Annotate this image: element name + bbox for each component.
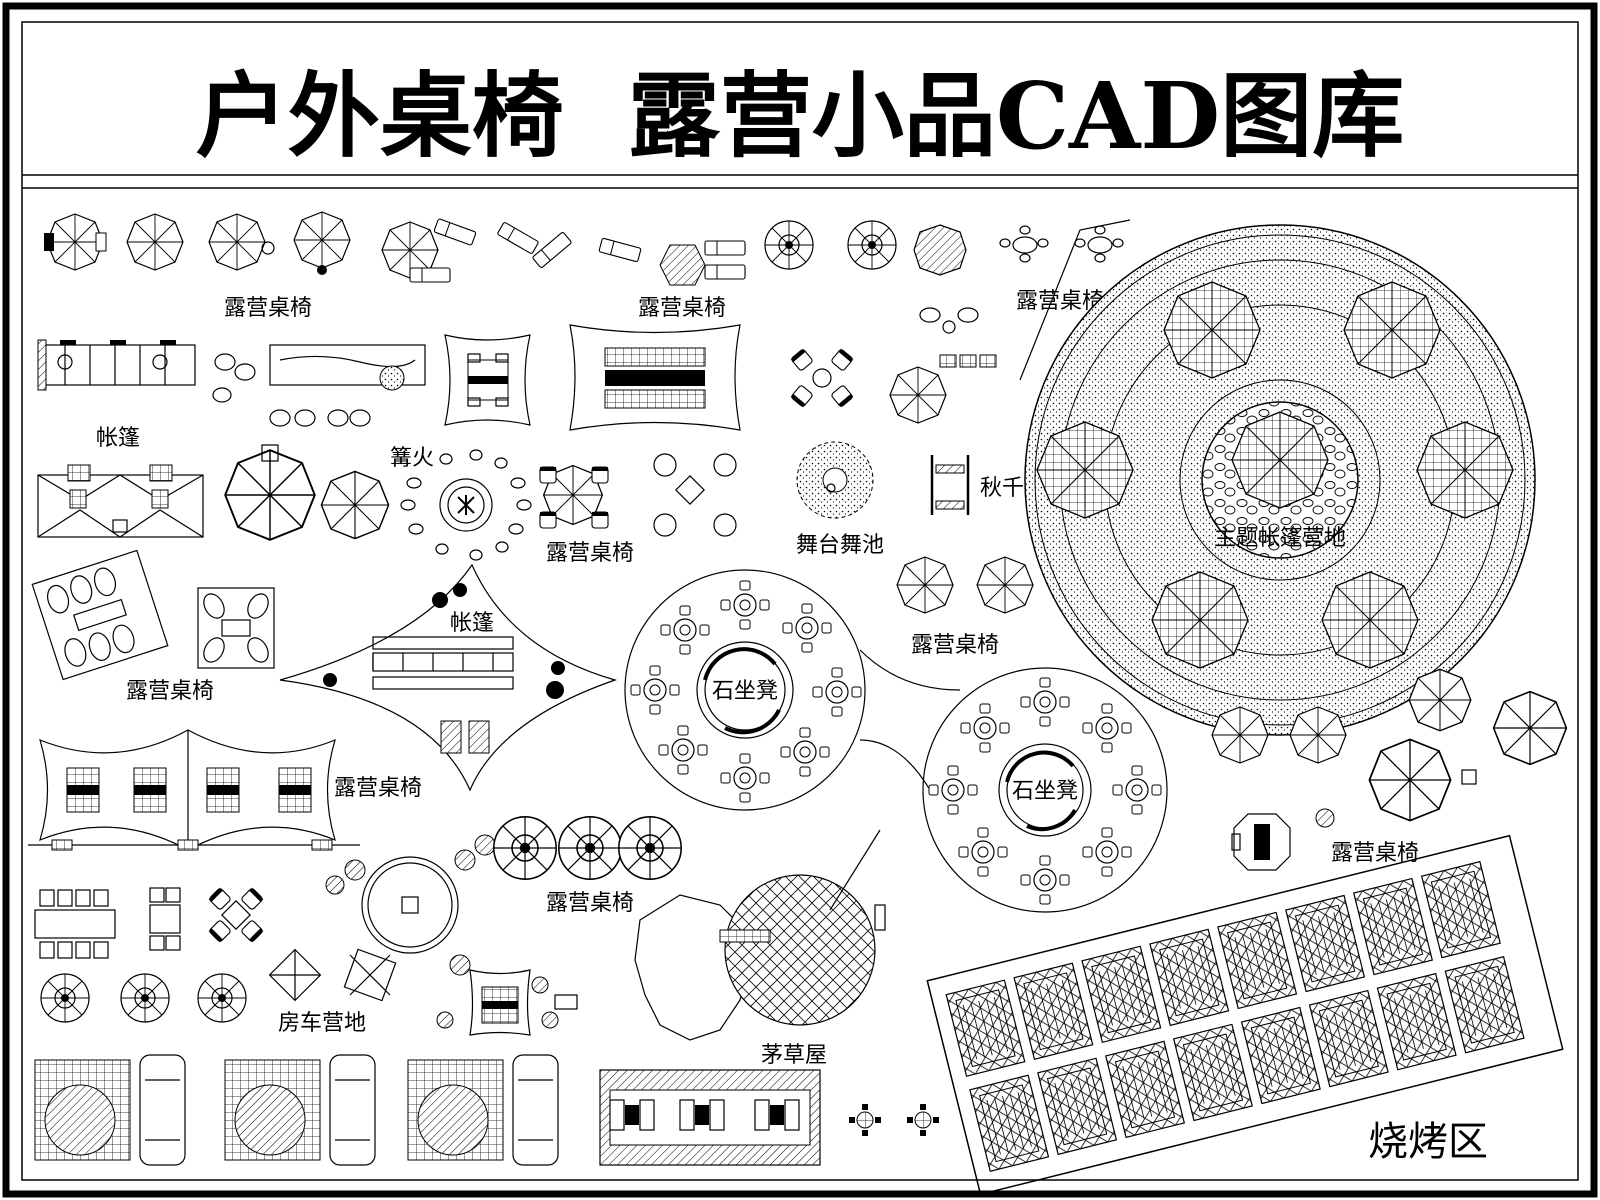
label-stone-seat-2: 石坐凳 [1012, 779, 1078, 804]
stone-seat-plaza-1 [624, 569, 866, 811]
thatch-hut [634, 829, 886, 1041]
theme-tent-camp [1019, 219, 1536, 736]
swing [930, 455, 970, 515]
label-camp-table-1: 露营桌椅 [224, 296, 312, 321]
label-camp-table-5: 露营桌椅 [126, 679, 214, 704]
rv-parking-2 [224, 1054, 376, 1166]
label-stone-seat-1: 石坐凳 [712, 679, 778, 704]
row2-furniture [37, 307, 997, 431]
round-gazebo [325, 834, 496, 954]
tent-camp-unit [37, 464, 204, 538]
rv-parking-1 [34, 1054, 186, 1166]
dining-sets [34, 887, 397, 1023]
tent-shade-structure [279, 563, 617, 792]
label-tent-1: 帐篷 [96, 426, 140, 451]
page-title: 户外桌椅 露营小品CAD图库 [196, 62, 1404, 170]
rv-parking-3 [407, 1054, 559, 1166]
label-rv-camp: 房车营地 [278, 1011, 366, 1036]
stone-seat-plaza-2 [922, 667, 1168, 913]
inner-border [21, 21, 1579, 1181]
label-tent-2: 帐篷 [450, 611, 494, 636]
row3-umbrellas [224, 444, 390, 541]
gazebo-with-benches [436, 954, 578, 1036]
label-stage: 舞台舞池 [796, 533, 884, 558]
label-theme-tent: 主题帐篷营地 [1214, 526, 1346, 551]
picnic-square-1 [31, 549, 169, 681]
bench-deck [599, 1069, 821, 1166]
bonfire-pit [400, 449, 532, 561]
stage-dance-floor [796, 441, 874, 519]
bbq-area [926, 834, 1564, 1196]
picnic-square-2 [197, 587, 275, 669]
label-swing: 秋千 [980, 476, 1024, 501]
lounge-set [653, 453, 737, 537]
camp-umbrella-4chairs [539, 464, 609, 529]
label-bonfire: 篝火 [390, 446, 434, 471]
right-umbrella-group [1211, 668, 1568, 871]
label-camp-table-7: 露营桌椅 [334, 776, 422, 801]
camp-umbrella-trio [493, 816, 682, 880]
label-thatch-hut: 茅草屋 [761, 1043, 827, 1068]
canopy-tables [28, 729, 360, 851]
label-camp-table-4: 露营桌椅 [546, 541, 634, 566]
camp-table-pair-1 [896, 556, 1034, 614]
row1-umbrella-set [44, 211, 1124, 286]
label-camp-table-8: 露营桌椅 [546, 891, 634, 916]
label-bbq: 烧烤区 [1368, 1119, 1488, 1165]
label-camp-table-2: 露营桌椅 [638, 296, 726, 321]
label-camp-table-6: 露营桌椅 [911, 633, 999, 658]
mini-tables [849, 1104, 939, 1136]
